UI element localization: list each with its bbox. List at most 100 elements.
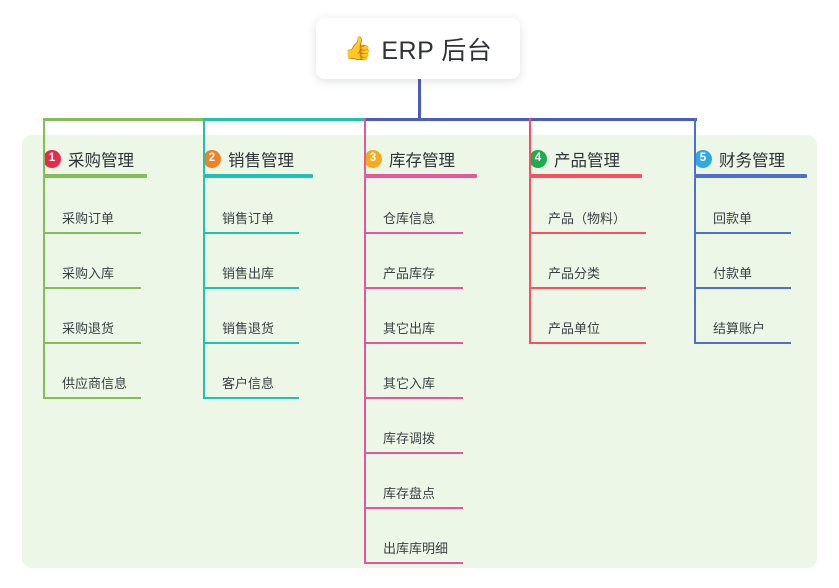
- branch-item-rule: [694, 232, 791, 234]
- branch-trunk-3: [364, 178, 366, 564]
- branch-number-badge: 2: [203, 150, 221, 168]
- branch-item[interactable]: 产品（物料）: [529, 192, 646, 234]
- branch-item-label: 产品（物料）: [548, 211, 627, 226]
- branch-item-rule: [203, 342, 299, 344]
- branch-item[interactable]: 产品单位: [529, 302, 646, 344]
- branch-item-label: 产品分类: [548, 266, 601, 281]
- branch-item-rule: [364, 507, 463, 509]
- branch-column-2: 2 销售管理: [190, 148, 294, 170]
- branch-item-rule: [694, 287, 791, 289]
- branch-header-5[interactable]: 5 财务管理: [694, 148, 785, 170]
- branch-item[interactable]: 销售订单: [203, 192, 299, 234]
- branch-item[interactable]: 产品分类: [529, 247, 646, 289]
- branch-item-label: 销售出库: [222, 266, 275, 281]
- branch-item-rule: [364, 452, 463, 454]
- branch-item-label: 产品单位: [548, 321, 601, 336]
- branch-item[interactable]: 采购退货: [43, 302, 141, 344]
- branch-title: 销售管理: [228, 152, 294, 170]
- connector-bar-segment-2: [203, 118, 364, 121]
- branch-item[interactable]: 产品库存: [364, 247, 463, 289]
- branch-item[interactable]: 结算账户: [694, 302, 791, 344]
- branch-item-label: 库存调拨: [383, 431, 436, 446]
- branch-header-2[interactable]: 2 销售管理: [203, 148, 294, 170]
- branch-item[interactable]: 付款单: [694, 247, 791, 289]
- branch-item-rule: [364, 232, 463, 234]
- branch-header-rule-5: [694, 174, 807, 178]
- branch-header-rule-3: [364, 174, 477, 178]
- branch-item-label: 库存盘点: [383, 486, 436, 501]
- branch-item[interactable]: 采购入库: [43, 247, 141, 289]
- branch-header-rule-4: [529, 174, 642, 178]
- branch-item-label: 采购入库: [62, 266, 115, 281]
- branch-item-rule: [43, 397, 141, 399]
- connector-bar-segment-1: [43, 118, 203, 121]
- root-title-card[interactable]: 👍 ERP 后台: [316, 18, 520, 79]
- branch-item[interactable]: 库存盘点: [364, 467, 463, 509]
- content-panel: [22, 135, 817, 568]
- branch-item-rule: [364, 562, 463, 564]
- root-stem-line: [418, 79, 421, 121]
- branch-item-rule: [364, 342, 463, 344]
- branch-item-label: 采购退货: [62, 321, 115, 336]
- branch-title: 库存管理: [389, 152, 455, 170]
- branch-item[interactable]: 其它出库: [364, 302, 463, 344]
- branch-item[interactable]: 采购订单: [43, 192, 141, 234]
- branch-item-rule: [203, 397, 299, 399]
- branch-item-label: 结算账户: [713, 321, 766, 336]
- branch-number-badge: 4: [529, 150, 547, 168]
- branch-trunk-5: [694, 178, 696, 344]
- branch-number-badge: 3: [364, 150, 382, 168]
- branch-item[interactable]: 供应商信息: [43, 357, 141, 399]
- branch-item-label: 供应商信息: [62, 376, 128, 391]
- branch-item-rule: [43, 232, 141, 234]
- branch-header-rule-1: [43, 174, 147, 178]
- branch-item[interactable]: 库存调拨: [364, 412, 463, 454]
- branch-item-label: 出库库明细: [383, 541, 449, 556]
- branch-item-rule: [529, 287, 646, 289]
- branch-item-label: 销售退货: [222, 321, 275, 336]
- branch-item-label: 付款单: [713, 266, 753, 281]
- connector-drop-2: [203, 118, 205, 174]
- branch-header-4[interactable]: 4 产品管理: [529, 148, 620, 170]
- branch-item-label: 其它出库: [383, 321, 436, 336]
- connector-drop-4: [529, 118, 531, 174]
- branch-item[interactable]: 其它入库: [364, 357, 463, 399]
- page-title: ERP 后台: [381, 36, 493, 65]
- branch-item-rule: [529, 342, 646, 344]
- branch-item-rule: [203, 287, 299, 289]
- branch-item-rule: [203, 232, 299, 234]
- thumbs-up-icon: 👍: [343, 35, 373, 61]
- branch-item-label: 客户信息: [222, 376, 275, 391]
- branch-column-3: 3 库存管理: [351, 148, 455, 170]
- connector-drop-5: [694, 118, 696, 174]
- branch-item[interactable]: 回款单: [694, 192, 791, 234]
- branch-column-4: 4 产品管理: [516, 148, 620, 170]
- branch-item-rule: [694, 342, 791, 344]
- branch-header-3[interactable]: 3 库存管理: [364, 148, 455, 170]
- branch-item[interactable]: 仓库信息: [364, 192, 463, 234]
- branch-item-label: 回款单: [713, 211, 753, 226]
- branch-item-rule: [364, 287, 463, 289]
- branch-item-rule: [529, 232, 646, 234]
- branch-item[interactable]: 出库库明细: [364, 522, 463, 564]
- branch-item-rule: [364, 397, 463, 399]
- branch-number-badge: 5: [694, 150, 712, 168]
- branch-item-label: 销售订单: [222, 211, 275, 226]
- branch-item-label: 仓库信息: [383, 211, 436, 226]
- branch-column-5: 5 财务管理: [681, 148, 785, 170]
- branch-item-label: 其它入库: [383, 376, 436, 391]
- branch-item[interactable]: 客户信息: [203, 357, 299, 399]
- branch-item-rule: [43, 287, 141, 289]
- branch-item-label: 采购订单: [62, 211, 115, 226]
- branch-item[interactable]: 销售出库: [203, 247, 299, 289]
- branch-number-badge: 1: [43, 150, 61, 168]
- branch-trunk-4: [529, 178, 531, 344]
- branch-title: 财务管理: [719, 152, 785, 170]
- branch-item-label: 产品库存: [383, 266, 436, 281]
- branch-title: 产品管理: [554, 152, 620, 170]
- branch-item[interactable]: 销售退货: [203, 302, 299, 344]
- branch-item-rule: [43, 342, 141, 344]
